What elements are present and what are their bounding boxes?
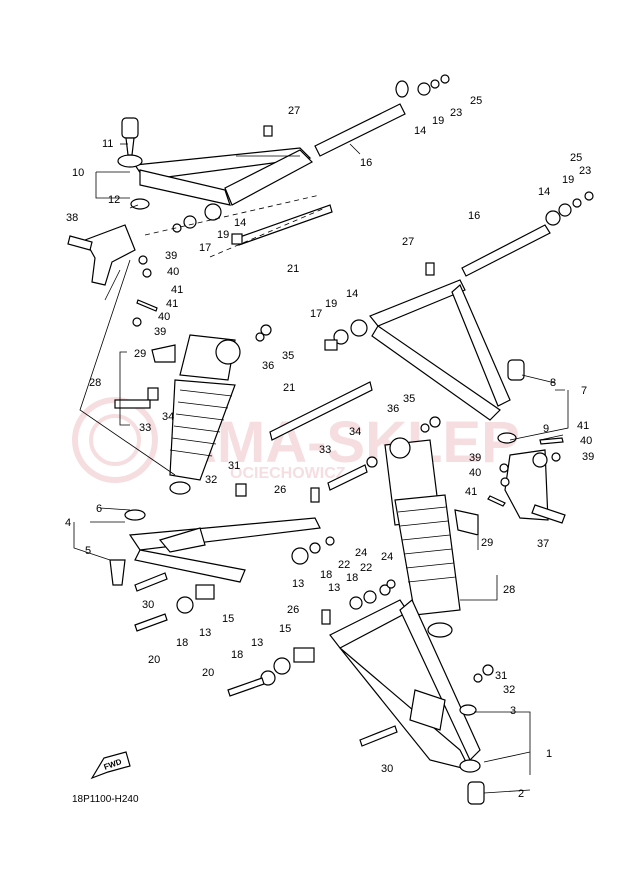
callout-26-b: 26 [287,604,299,616]
callout-18-b: 18 [320,569,332,581]
callout-21: 21 [287,263,299,275]
lower-arm-right [227,579,494,805]
callout-23: 23 [450,107,462,119]
callout-18: 18 [176,637,188,649]
callout-9: 9 [543,423,549,435]
callout-10: 10 [72,167,84,179]
callout-29: 29 [134,348,146,360]
callout-19-b: 19 [432,115,444,127]
callout-25-b: 25 [570,152,582,164]
callout-12: 12 [108,194,120,206]
callout-13: 13 [199,627,211,639]
leader-lines [73,143,569,794]
knuckle-left [67,224,158,327]
callout-40-d: 40 [469,467,481,479]
callout-35: 35 [282,350,294,362]
callout-34: 34 [162,411,174,423]
watermark-main-text: AMA-SKLEP. [175,410,528,475]
callout-17: 17 [199,242,211,254]
callout-32: 32 [205,474,217,486]
callout-15-b: 15 [279,623,291,635]
callout-22: 22 [338,559,350,571]
callout-27: 27 [288,105,300,117]
callout-35-b: 35 [403,393,415,405]
callout-13-b: 13 [292,578,304,590]
callout-25: 25 [470,95,482,107]
callout-20-b: 20 [202,667,214,679]
callout-20: 20 [148,654,160,666]
callout-17-b: 17 [310,308,322,320]
callout-2: 2 [518,788,524,800]
callout-14-b: 14 [414,125,426,137]
watermark-logo [72,397,158,483]
callout-34-b: 34 [349,426,361,438]
callout-24: 24 [355,547,367,559]
lower-arm-left [109,487,335,632]
callout-18-c: 18 [346,572,358,584]
callout-33: 33 [139,422,151,434]
callout-4: 4 [65,517,71,529]
callout-33-b: 33 [319,444,331,456]
callout-40-b: 40 [158,311,170,323]
callout-31: 31 [228,460,240,472]
callout-8: 8 [550,377,556,389]
callout-11: 11 [102,138,113,150]
callout-40: 40 [167,266,179,278]
callout-19: 19 [217,229,229,241]
callout-30: 30 [142,599,154,611]
callout-22-b: 22 [360,562,372,574]
callout-36-b: 36 [387,403,399,415]
callout-31-b: 31 [495,670,507,682]
callout-14-d: 14 [346,288,358,300]
callout-18-d: 18 [231,649,243,661]
callout-36: 36 [262,360,274,372]
diagram-code: 18P1100-H240 [72,794,139,805]
knuckle-right [487,437,566,524]
callout-39-d: 39 [469,452,481,464]
callout-6: 6 [96,503,102,515]
callout-3: 3 [510,705,516,717]
callout-16: 16 [360,157,372,169]
watermark-sub-text: OCIECHOWICZ [230,465,346,482]
fwd-arrow-icon: FWD [90,751,131,780]
callout-14: 14 [234,217,246,229]
callout-19-d: 19 [325,298,337,310]
callout-37: 37 [537,538,549,550]
callout-14-c: 14 [538,186,550,198]
callout-40-c: 40 [580,435,592,447]
shock-absorber-right [327,416,479,638]
callout-41: 41 [171,284,183,296]
callout-41-d: 41 [465,486,477,498]
callout-29-b: 29 [481,537,493,549]
callout-30-b: 30 [381,763,393,775]
callout-32-b: 32 [503,684,515,696]
callout-7: 7 [581,385,587,397]
callout-19-c: 19 [562,174,574,186]
callout-39: 39 [165,250,177,262]
watermark: AMA-SKLEP. OCIECHOWICZ [72,397,528,483]
callout-13-c: 13 [328,582,340,594]
callout-23-b: 23 [579,165,591,177]
upper-arm-left [117,74,450,258]
callout-27-b: 27 [402,236,414,248]
callout-39-c: 39 [582,451,594,463]
callout-41-b: 41 [166,298,178,310]
shock-absorber-left [114,324,272,497]
part-callouts: 1 2 3 4 5 6 7 8 9 10 11 12 13 14 15 16 1… [65,95,594,800]
callout-38: 38 [66,212,78,224]
callout-28: 28 [89,377,101,389]
callout-39-b: 39 [154,326,166,338]
callout-1: 1 [546,748,552,760]
callout-16-b: 16 [468,210,480,222]
callout-28-b: 28 [503,584,515,596]
callout-41-c: 41 [577,420,589,432]
callout-24-b: 24 [381,551,393,563]
callout-5: 5 [85,545,91,557]
callout-13-d: 13 [251,637,263,649]
callout-15: 15 [222,613,234,625]
callout-26: 26 [274,484,286,496]
upper-arm-right [269,191,594,444]
callout-21-b: 21 [283,382,295,394]
